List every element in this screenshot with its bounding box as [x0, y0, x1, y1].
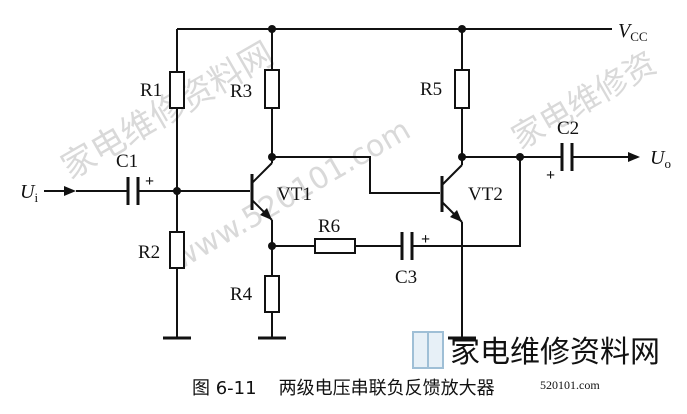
vt2-collector [441, 164, 463, 186]
output-label: Uo [650, 147, 671, 171]
vt1-label: VT1 [277, 184, 312, 205]
site-logo: 家电维修资料网 520101.com [412, 331, 660, 392]
resistor-r5 [454, 69, 470, 109]
r5-label: R5 [420, 79, 442, 100]
watermark-diagonal-1: 家电维修资料网 [55, 34, 281, 188]
vt1-collector [251, 162, 273, 184]
c1-label: C1 [116, 151, 138, 172]
c2-label: C2 [557, 118, 579, 139]
resistor-r6 [314, 238, 356, 254]
r4-label: R4 [230, 284, 253, 305]
vt2-emitter-arrow-icon [450, 210, 462, 222]
resistor-r2 [169, 231, 185, 269]
r3-label: R3 [230, 81, 252, 102]
junction-dot [516, 153, 524, 161]
vcc-label: VCC [618, 20, 648, 44]
vt2-label: VT2 [468, 184, 503, 205]
feedback-wire [412, 157, 521, 247]
resistor-r3 [264, 69, 280, 109]
input-arrow-icon [64, 186, 76, 196]
r1-label: R1 [140, 80, 162, 101]
logo-url: 520101.com [540, 378, 600, 392]
input-label: Ui [20, 181, 38, 205]
c3-polarity: + [421, 231, 430, 248]
r2-label: R2 [138, 242, 160, 263]
output-arrow-icon [628, 152, 640, 162]
resistor-r4 [264, 275, 280, 313]
resistor-r1 [169, 71, 185, 109]
vt1-emitter-arrow-icon [260, 208, 272, 220]
logo-text: 家电维修资料网 [450, 336, 660, 369]
r6-label: R6 [318, 216, 340, 237]
interstage-wire [272, 156, 440, 194]
c2-polarity: + [546, 167, 555, 184]
watermark-diagonal-3: 家电维修资 [505, 44, 663, 157]
c1-polarity: + [145, 173, 154, 190]
c3-label: C3 [395, 267, 417, 288]
